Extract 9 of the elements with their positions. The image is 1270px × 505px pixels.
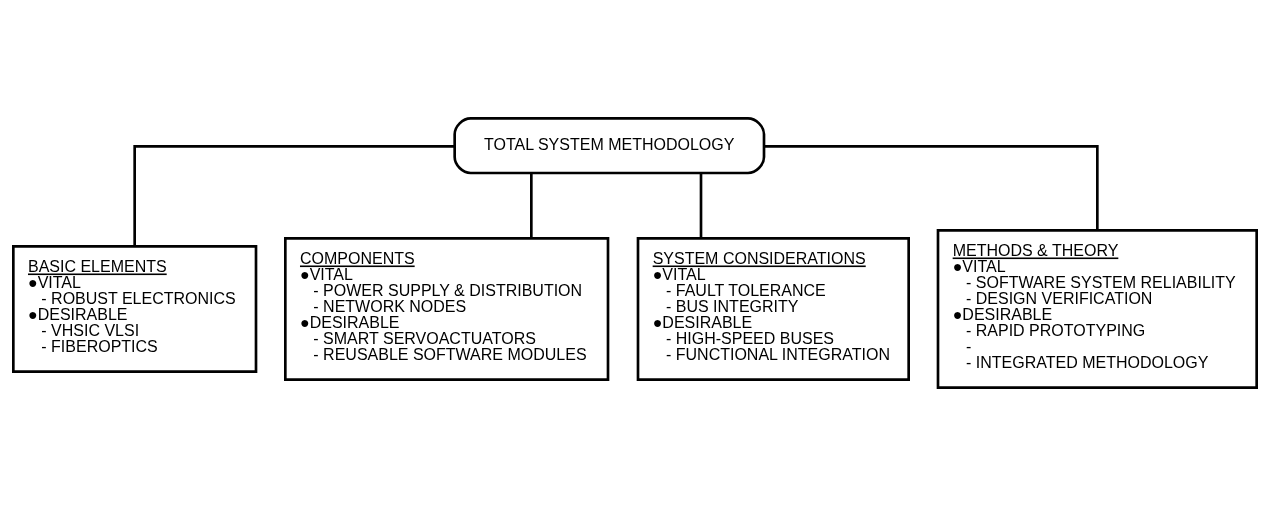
connector [133, 144, 455, 246]
connector [699, 172, 703, 238]
node-box: BASIC ELEMENTS ●VITAL - ROBUST ELECTRONICS ●DESIRABLE - VHSIC VLSI - FIBEROPTICS [12, 244, 258, 373]
connector [530, 172, 533, 238]
node-box: METHODS & THEORY ●VITAL - SOFTWARE SYSTEM RELIABILITY - DESIGN VERIFICATION ●DESIRABLE - RAPID PROTOTYPING - - INTEGRATED METHODOLOGY [936, 228, 1258, 389]
node-box: COMPONENTS ●VITAL - POWER SUPPLY & DISTRIBUTION - NETWORK NODES ●DESIRABLE - SMART SERVOACTUATORS - REUSABLE SOFTWARE MODULES [284, 236, 610, 381]
node-box: SYSTEM CONSIDERATIONS ●VITAL - FAULT TOLERANCE - BUS INTEGRITY ●DESIRABLE - HIGH-SPEED BUSES - FUNCTIONAL INTEGRATION [636, 236, 910, 381]
node-box: TOTAL SYSTEM METHODOLOGY [453, 116, 766, 174]
connector [764, 144, 1099, 230]
